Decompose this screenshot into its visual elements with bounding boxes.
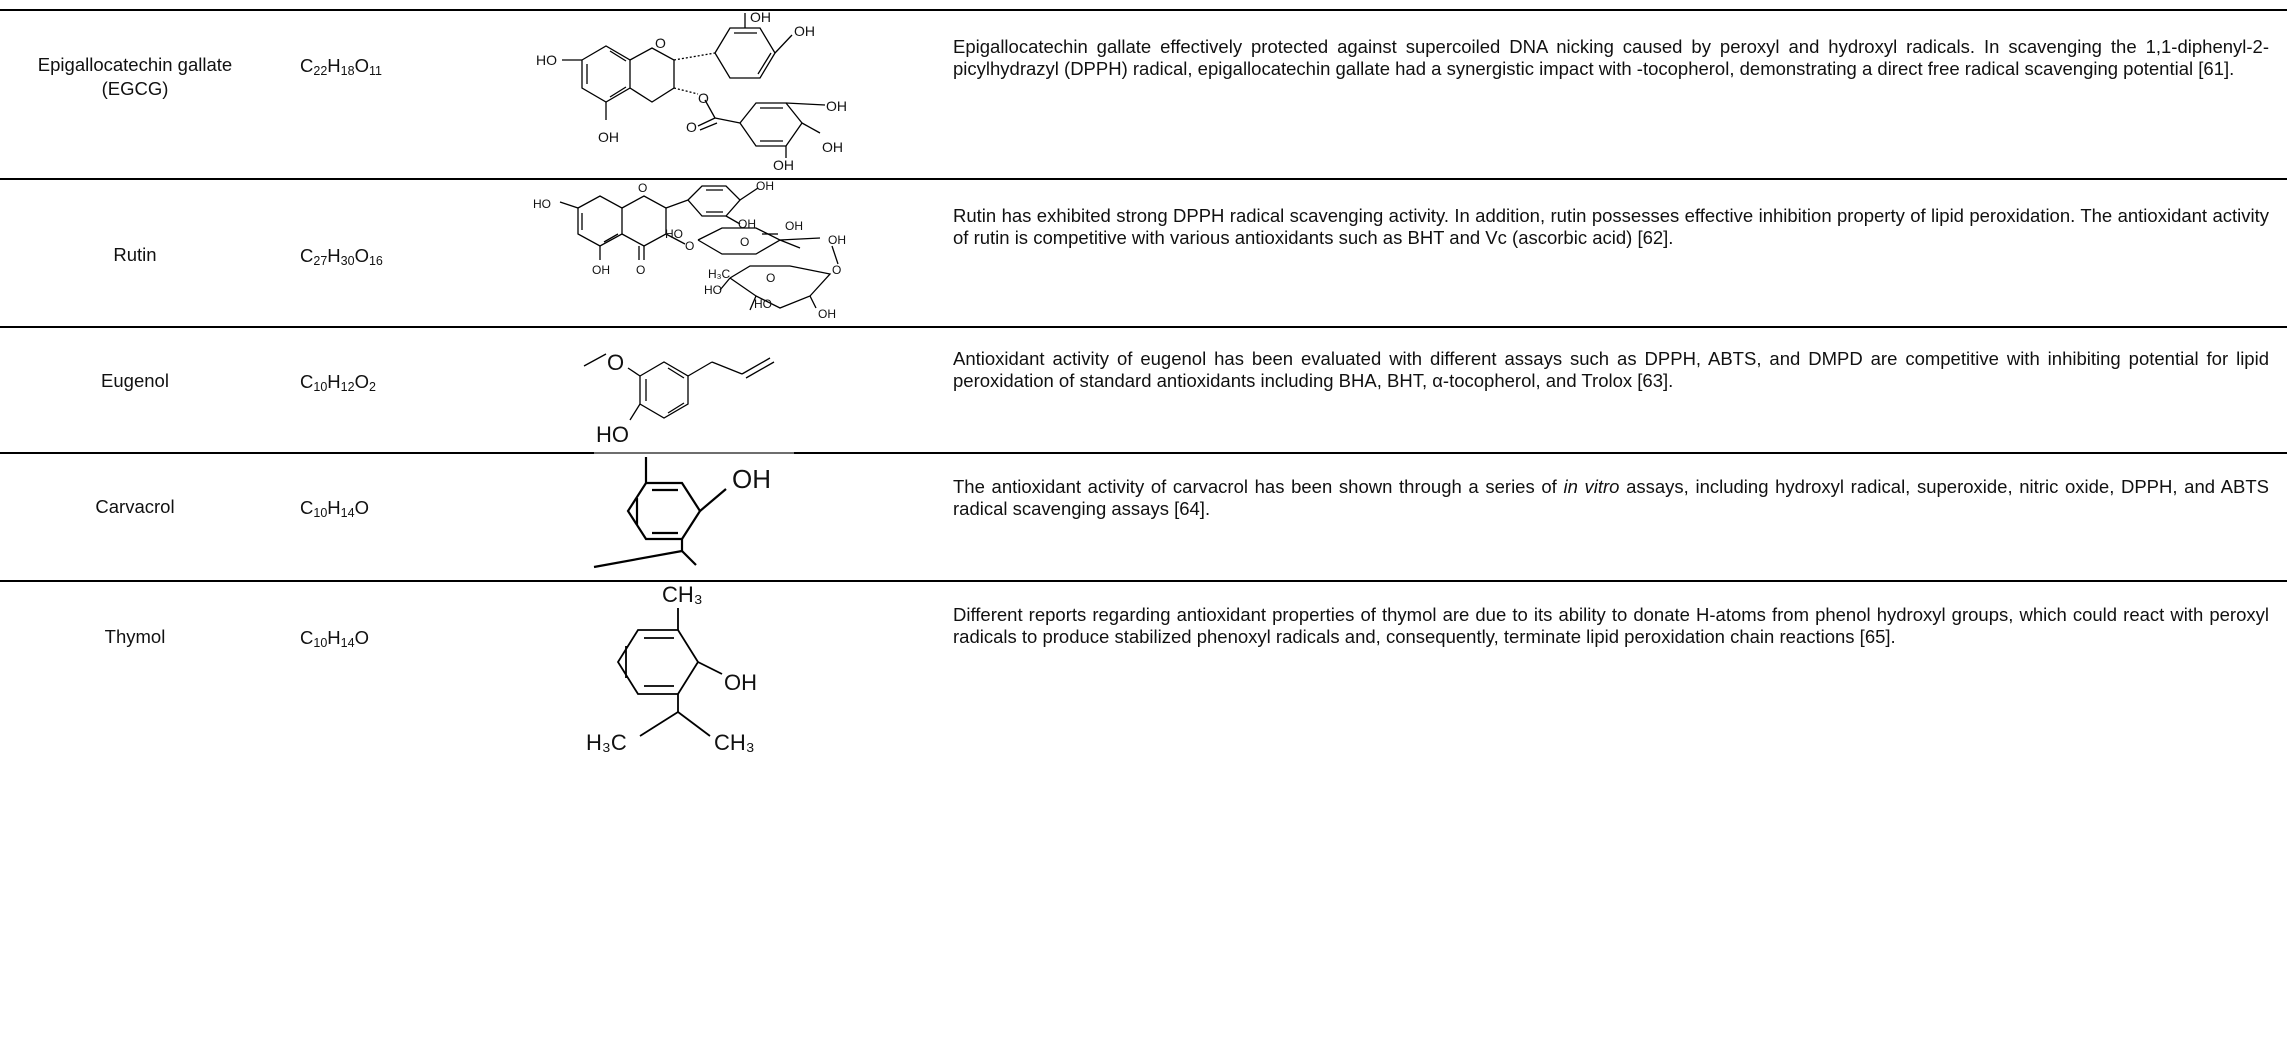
formula-element: O — [354, 627, 369, 648]
formula-element: O — [354, 497, 369, 518]
molecular-formula: C27H30O16 — [300, 244, 460, 273]
svg-text:H₃C: H₃C — [586, 730, 627, 755]
molecular-formula: C10H14O — [300, 626, 460, 655]
formula-subscript: 10 — [313, 506, 328, 520]
compound-name: Thymol — [104, 626, 166, 647]
svg-text:OH: OH — [773, 157, 794, 173]
table-rule — [0, 9, 2287, 11]
svg-text:HO: HO — [533, 197, 551, 211]
formula-subscript: 18 — [340, 64, 355, 78]
formula-element: H — [327, 55, 341, 76]
compound-description: Rutin has exhibited strong DPPH radical … — [953, 205, 2269, 248]
svg-text:OH: OH — [822, 139, 843, 155]
table-rule — [0, 580, 2287, 582]
svg-text:O: O — [607, 350, 624, 375]
formula-subscript: 11 — [368, 64, 382, 78]
formula-subscript: 10 — [313, 636, 328, 650]
svg-text:HO: HO — [665, 227, 683, 241]
formula-element: C — [300, 497, 314, 518]
formula-element: C — [300, 371, 314, 392]
thymol-structure: CH₃ OH H₃C CH₃ — [586, 582, 757, 755]
egcg-structure: OH OH HO O OH O O OH OH OH — [536, 9, 847, 173]
molecular-formula: C10H14O — [300, 496, 460, 525]
svg-text:O: O — [740, 235, 749, 249]
compound-name: Carvacrol — [95, 496, 175, 517]
svg-text:OH: OH — [826, 98, 847, 114]
svg-text:O: O — [686, 119, 697, 135]
formula-subscript: 12 — [340, 380, 355, 394]
table-rule — [0, 326, 2287, 328]
compound-description: Antioxidant activity of eugenol has been… — [953, 348, 2269, 391]
formula-subscript: 30 — [340, 254, 355, 268]
compound-name: Rutin — [113, 244, 157, 265]
svg-text:O: O — [766, 271, 775, 285]
table-rule — [0, 452, 2287, 454]
formula-subscript: 10 — [313, 380, 328, 394]
formula-subscript: 2 — [368, 380, 376, 394]
formula-subscript: 14 — [340, 636, 355, 650]
formula-element: C — [300, 55, 314, 76]
compound-description: Epigallocatechin gallate effectively pro… — [953, 36, 2269, 79]
svg-text:OH: OH — [738, 217, 756, 231]
carvacrol-structure: OH — [593, 452, 794, 569]
svg-text:H₃C: H₃C — [708, 267, 731, 281]
formula-element: H — [327, 245, 341, 266]
svg-text:OH: OH — [750, 9, 771, 25]
svg-text:OH: OH — [828, 233, 846, 247]
formula-element: C — [300, 245, 314, 266]
svg-text:HO: HO — [536, 52, 557, 68]
svg-text:OH: OH — [732, 464, 771, 494]
compound-description: The antioxidant activity of carvacrol ha… — [953, 476, 2269, 519]
formula-element: O — [354, 245, 369, 266]
formula-element: H — [327, 371, 341, 392]
eugenol-structure: O HO — [583, 350, 775, 447]
svg-text:OH: OH — [598, 129, 619, 145]
formula-element: H — [327, 497, 341, 518]
svg-text:HO: HO — [704, 283, 722, 297]
formula-subscript: 14 — [340, 506, 355, 520]
svg-text:CH₃: CH₃ — [662, 582, 703, 607]
formula-element: O — [354, 371, 369, 392]
formula-subscript: 27 — [313, 254, 328, 268]
svg-text:HO: HO — [596, 422, 629, 447]
svg-text:OH: OH — [794, 23, 815, 39]
rutin-structure: HO O OH OH OH HO O O OH O OH O H₃C O HO … — [533, 179, 846, 321]
formula-element: H — [327, 627, 341, 648]
molecular-formula: C10H12O2 — [300, 370, 460, 399]
formula-subscript: 16 — [368, 254, 383, 268]
table-rule — [0, 178, 2287, 180]
svg-text:O: O — [685, 239, 694, 253]
svg-text:OH: OH — [592, 263, 610, 277]
svg-text:OH: OH — [785, 219, 803, 233]
svg-text:CH₃: CH₃ — [714, 730, 755, 755]
formula-element: C — [300, 627, 314, 648]
molecular-formula: C22H18O11 — [300, 54, 460, 83]
svg-text:OH: OH — [724, 670, 757, 695]
svg-text:O: O — [832, 263, 841, 277]
formula-element: O — [354, 55, 369, 76]
svg-text:O: O — [638, 181, 647, 195]
compound-name: Epigallocatechin gallate (EGCG) — [37, 54, 233, 99]
svg-text:O: O — [698, 90, 709, 106]
compound-description: Different reports regarding antioxidant … — [953, 604, 2269, 647]
svg-text:O: O — [636, 263, 645, 277]
formula-subscript: 22 — [313, 64, 328, 78]
svg-text:HO: HO — [754, 297, 772, 311]
compound-name: Eugenol — [101, 370, 169, 391]
svg-text:O: O — [655, 35, 666, 51]
svg-text:OH: OH — [818, 307, 836, 321]
svg-text:OH: OH — [756, 179, 774, 193]
